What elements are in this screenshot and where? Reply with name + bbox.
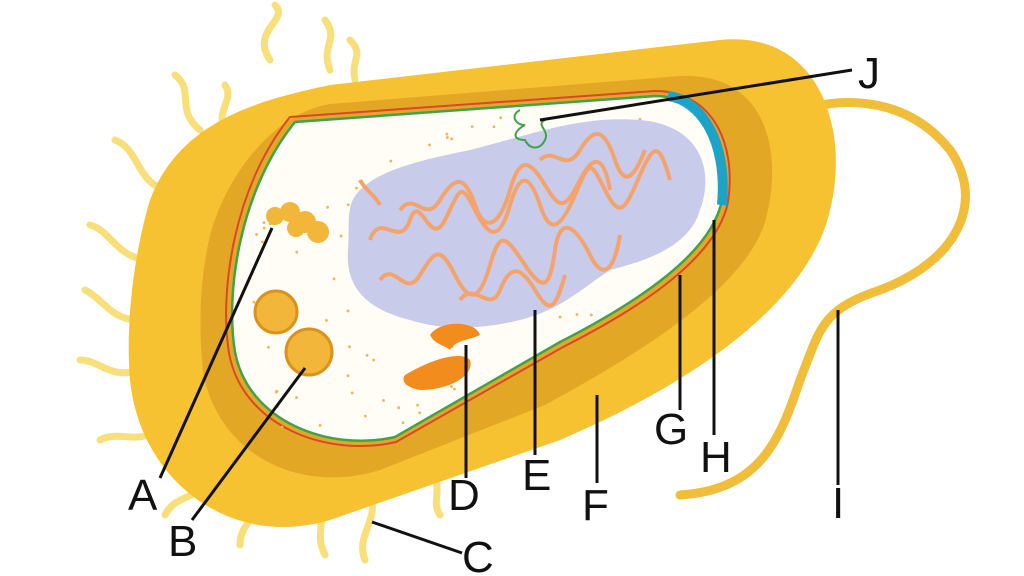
- ribosome-dot: [453, 387, 456, 391]
- label-C: C: [462, 533, 494, 576]
- ribosome-dot: [262, 221, 266, 224]
- ribosome-dot: [262, 226, 266, 230]
- ribosome-dot: [325, 319, 328, 322]
- ribosome-dot: [267, 345, 270, 349]
- ribosome-dot: [332, 277, 336, 281]
- ribosome-dot: [326, 205, 329, 209]
- ribosome-dot: [492, 125, 496, 129]
- organelle-D: [403, 323, 480, 390]
- ribosome-dot: [428, 143, 431, 147]
- ribosome-dot: [346, 203, 350, 207]
- ribosome-dot: [346, 309, 350, 313]
- ribosome-dot: [575, 313, 579, 316]
- ribosome-dot: [339, 234, 343, 238]
- line-A: [158, 227, 274, 479]
- flagellum: [675, 98, 970, 500]
- ribosome-dot: [363, 414, 367, 418]
- ribosome-dot: [365, 353, 369, 357]
- ribosome-dot: [445, 132, 449, 136]
- ribosome-dot: [350, 391, 354, 395]
- granules-A: [266, 202, 329, 243]
- nucleoid: [347, 119, 706, 328]
- label-H: H: [700, 433, 732, 482]
- leader-lines: [158, 68, 853, 555]
- ribosome-dot: [346, 374, 350, 378]
- ribosome-dot: [470, 125, 474, 129]
- ribosome-dot: [450, 137, 454, 141]
- ribosome-dot: [558, 315, 562, 319]
- ribosome-dot: [389, 159, 393, 163]
- ribosome-dot: [348, 345, 351, 349]
- ribosome-dot: [252, 300, 256, 304]
- line-J: [539, 68, 853, 122]
- ribosome-dot: [355, 186, 358, 190]
- ribosome-dot: [401, 421, 405, 425]
- ribosome-dot: [589, 313, 593, 317]
- ribosome-dot: [280, 425, 284, 429]
- ribosome-dot: [397, 406, 401, 410]
- label-J: J: [858, 49, 880, 98]
- ribosome-dot: [445, 136, 449, 139]
- ribosome-dot: [260, 240, 264, 244]
- ribosome-dot: [499, 116, 503, 120]
- ribosome-dot: [274, 390, 278, 394]
- ribosome-dot: [450, 385, 453, 388]
- ribosome-dot: [295, 396, 298, 400]
- label-D: D: [448, 471, 480, 520]
- vesicles-B: [253, 289, 334, 377]
- label-I: I: [832, 479, 844, 528]
- ribosome-dot: [382, 399, 385, 402]
- line-B: [190, 367, 307, 521]
- ribosome-dot: [255, 233, 258, 236]
- ribosome-dot: [372, 358, 376, 362]
- label-B: B: [168, 517, 197, 566]
- structure-J: [513, 109, 548, 149]
- line-C: [371, 520, 463, 555]
- label-F: F: [582, 481, 609, 530]
- label-A: A: [128, 471, 158, 520]
- ribosome-dot: [416, 403, 419, 407]
- ribosome-dot: [295, 250, 299, 254]
- label-G: G: [654, 405, 688, 454]
- label-E: E: [522, 451, 551, 500]
- plasma-membrane: [225, 89, 731, 447]
- ribosome-dot: [418, 411, 422, 415]
- ribosome-dot: [318, 423, 322, 427]
